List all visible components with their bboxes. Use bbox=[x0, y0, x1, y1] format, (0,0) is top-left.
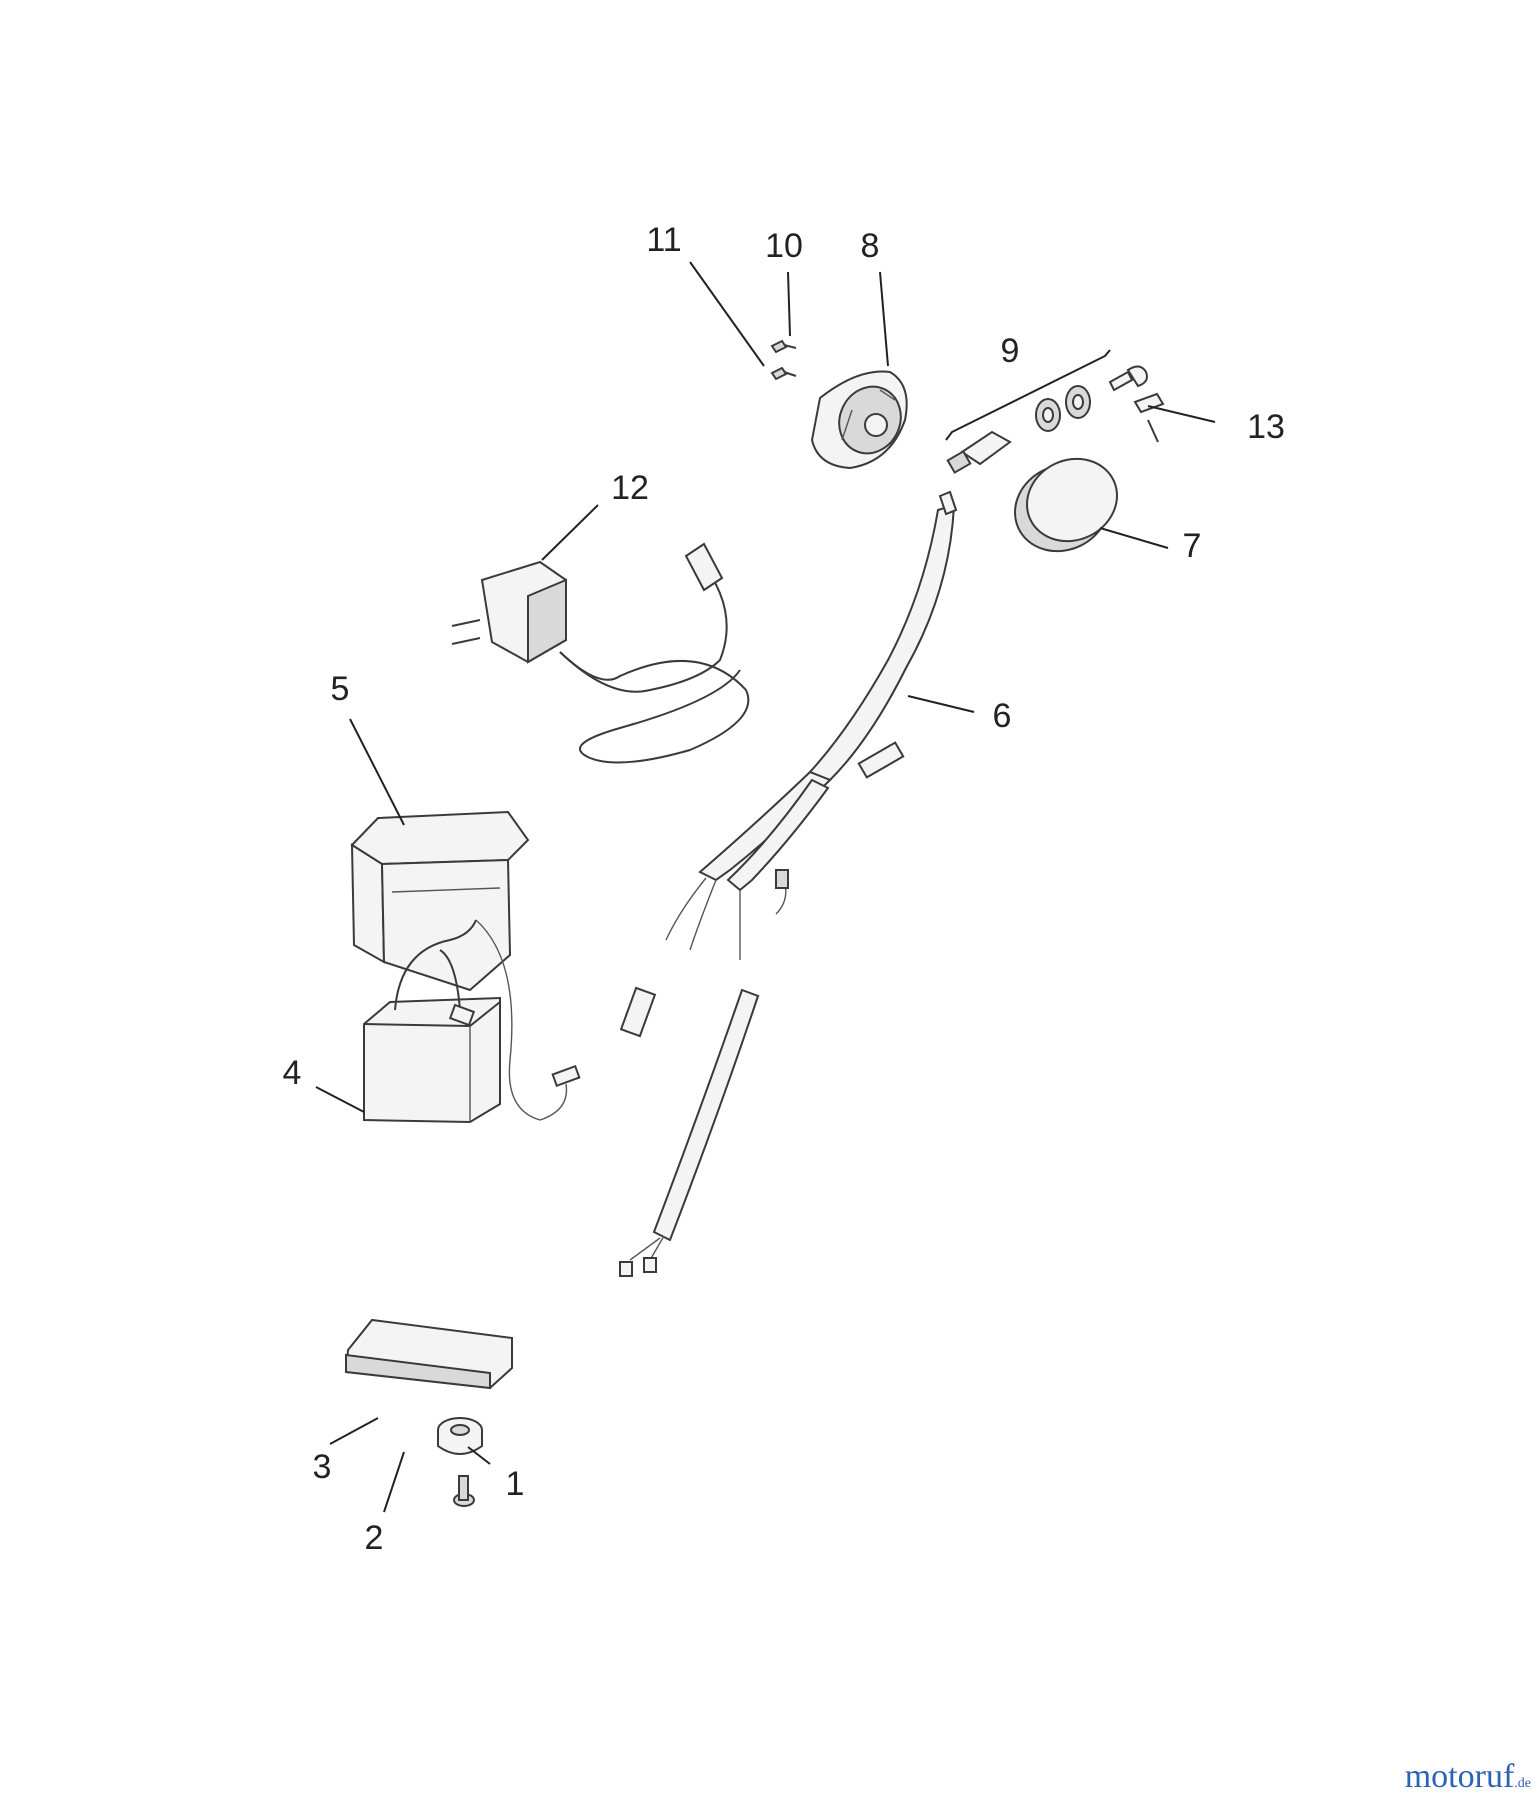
leader-lines bbox=[315, 261, 1216, 1513]
part-label-6: 6 bbox=[993, 697, 1012, 735]
part-label-12: 12 bbox=[611, 469, 649, 507]
ignition-lock-icon bbox=[946, 385, 1091, 474]
part-label-3: 3 bbox=[313, 1448, 332, 1486]
part-label-5: 5 bbox=[331, 670, 350, 708]
part-label-2: 2 bbox=[365, 1519, 384, 1557]
switch-housing-icon bbox=[810, 370, 908, 470]
part-numbers: 1 2 3 4 5 6 7 8 9 10 11 12 13 bbox=[283, 221, 1285, 1557]
spacer-icon bbox=[437, 1417, 483, 1455]
key-icon bbox=[1108, 365, 1165, 443]
screw-icon bbox=[770, 366, 797, 381]
battery-icon bbox=[363, 919, 581, 1124]
screw-icon bbox=[453, 1475, 475, 1507]
watermark-tld: .de bbox=[1514, 1776, 1531, 1791]
battery-tray-icon bbox=[344, 1318, 513, 1390]
part-label-11: 11 bbox=[646, 221, 681, 259]
part-label-13: 13 bbox=[1247, 408, 1285, 446]
part-label-8: 8 bbox=[861, 227, 880, 265]
part-label-7: 7 bbox=[1183, 527, 1202, 565]
battery-cover-icon bbox=[350, 810, 530, 992]
cap-icon bbox=[1014, 457, 1118, 553]
charger-icon bbox=[451, 542, 750, 764]
part-label-1: 1 bbox=[506, 1465, 525, 1503]
screw-icon bbox=[770, 339, 797, 354]
part-label-10: 10 bbox=[765, 227, 803, 265]
part-label-4: 4 bbox=[283, 1054, 302, 1092]
watermark-logo: motoruf.de bbox=[1405, 1758, 1531, 1796]
part-label-9: 9 bbox=[1001, 332, 1020, 370]
watermark-brand: motoruf bbox=[1404, 1758, 1515, 1795]
wiring-harness-icon bbox=[619, 490, 958, 1277]
